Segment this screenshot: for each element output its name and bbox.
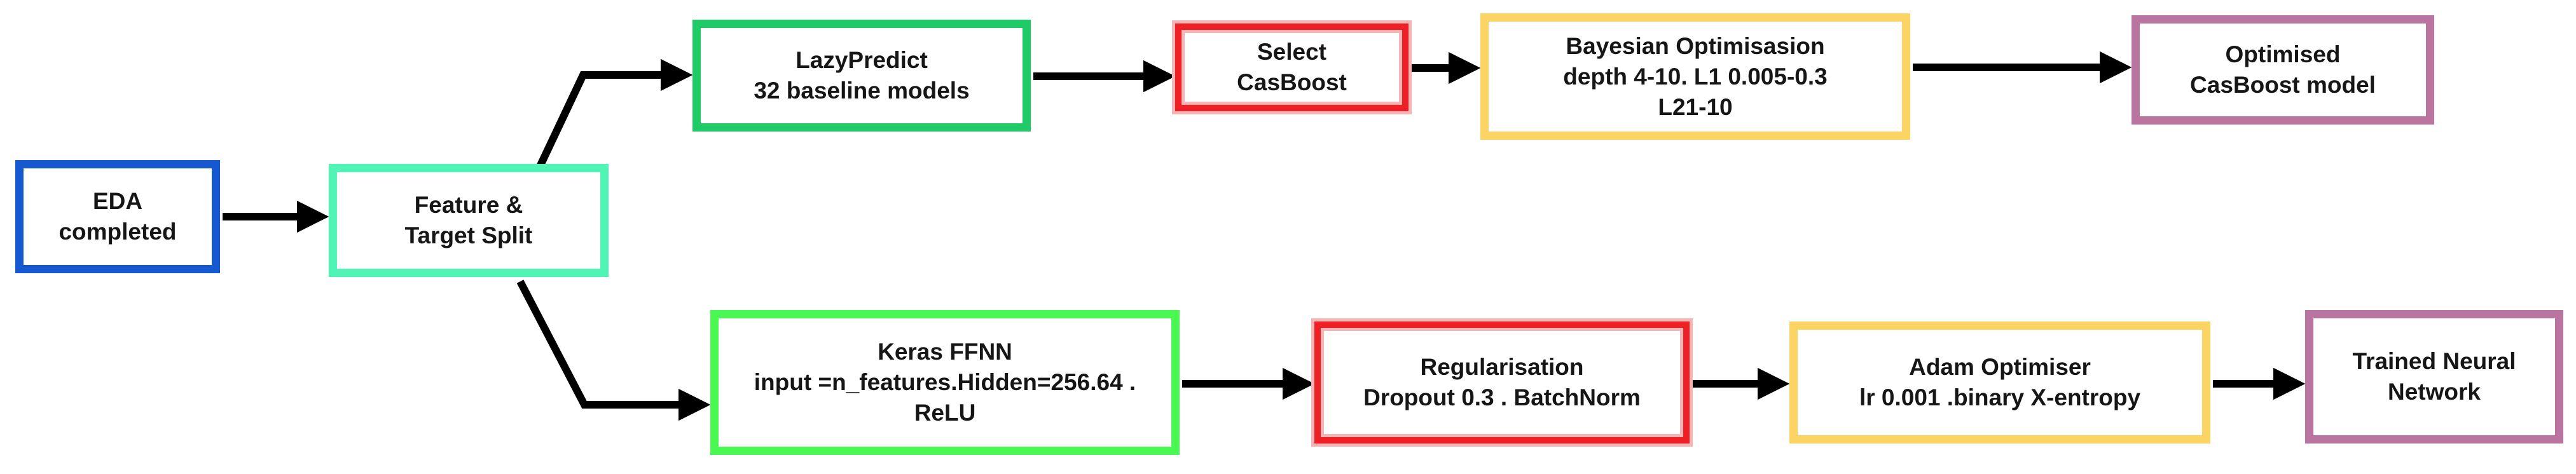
node-label: Bayesian Optimisasion — [1566, 32, 1825, 59]
arrow-feature-to-lazypredict — [536, 58, 693, 168]
node-optimised-casboost-model: Optimised CasBoost model — [2132, 15, 2434, 125]
node-label: Network — [2388, 379, 2481, 405]
node-bayesian-optimisation: Bayesian Optimisasion depth 4-10. L1 0.0… — [1480, 13, 1910, 140]
node-label: Target Split — [404, 222, 533, 248]
node-trained-neural-network: Trained Neural Network — [2305, 310, 2563, 444]
node-label: EDA — [92, 188, 143, 214]
node-label: ReLU — [914, 400, 976, 426]
node-feature-target-split: Feature & Target Split — [329, 164, 609, 277]
node-label: CasBoost — [1237, 69, 1347, 95]
node-lazypredict: LazyPredict 32 baseline models — [692, 20, 1031, 132]
node-label: depth 4-10. L1 0.005-0.3 — [1563, 63, 1828, 90]
node-select-casboost: Select CasBoost — [1175, 24, 1409, 111]
node-adam-optimiser: Adam Optimiser lr 0.001 .binary X-entrop… — [1789, 322, 2210, 444]
node-label: 32 baseline models — [754, 78, 970, 104]
node-label: completed — [59, 219, 177, 245]
node-label: Feature & — [414, 192, 523, 218]
node-eda-completed: EDA completed — [15, 160, 220, 273]
node-label: Adam Optimiser — [1909, 354, 2091, 380]
node-label: LazyPredict — [796, 47, 928, 73]
node-label: L21-10 — [1658, 93, 1733, 120]
node-label: Optimised — [2225, 41, 2341, 67]
node-keras-ffnn: Keras FFNN input =n_features.Hidden=256.… — [710, 310, 1180, 455]
node-label: Keras FFNN — [878, 339, 1012, 365]
node-label: lr 0.001 .binary X-entropy — [1859, 384, 2141, 410]
node-label: Trained Neural — [2352, 348, 2516, 374]
node-label: Regularisation — [1420, 354, 1584, 380]
node-regularisation: Regularisation Dropout 0.3 . BatchNorm — [1314, 322, 1690, 444]
node-label: CasBoost model — [2190, 72, 2376, 98]
arrow-feature-to-keras — [516, 280, 711, 421]
node-label: Select — [1257, 39, 1326, 65]
node-label: input =n_features.Hidden=256.64 . — [754, 369, 1136, 395]
node-label: Dropout 0.3 . BatchNorm — [1363, 384, 1641, 410]
